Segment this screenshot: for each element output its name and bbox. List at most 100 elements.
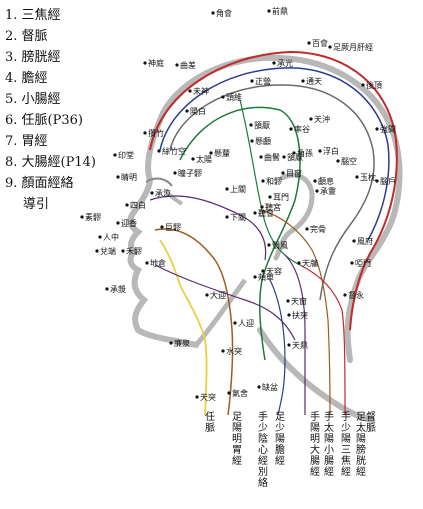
legend-item: 6. 任脈(P36) <box>5 113 83 128</box>
point-label-l21: 攢竹 <box>148 128 164 138</box>
point-label-l42: 巨髎 <box>165 223 181 232</box>
point-label-l34: 承泣 <box>155 188 171 198</box>
acupoint-dot <box>292 151 296 155</box>
acupoint-dot <box>249 123 253 127</box>
acupoint-dot <box>160 225 164 229</box>
ear-outline <box>273 172 315 261</box>
point-label-l63: 水突 <box>226 346 242 356</box>
acupoint-dot <box>225 215 229 219</box>
acupoint-dot <box>191 157 195 161</box>
face-meridian-line-2 <box>154 228 234 416</box>
acupoint-dot <box>113 153 117 157</box>
channel-vertical-label-b3: 手少陰心經別絡 <box>258 410 268 489</box>
point-label-l53: 頰車 <box>258 272 274 282</box>
acupoint-dot <box>143 131 147 135</box>
point-label-l54: 天容 <box>266 266 282 276</box>
bottom-labels: 任脈足陽明胃經手少陰心經別絡足少陽膽經手陽明大腸經手太陽小腸經手少陽三焦經足太陽… <box>205 410 376 489</box>
acupoint-dot <box>253 275 257 279</box>
point-label-l8: 正營 <box>255 76 271 86</box>
acupoint-dot <box>267 243 271 247</box>
point-label-l62: 廉泉 <box>174 338 190 348</box>
small-intestine-meridian-line <box>179 106 301 361</box>
point-label-l3: 百會 <box>312 38 328 48</box>
acupoint-dot <box>143 61 147 65</box>
point-label-l61: 天鼎 <box>292 341 308 350</box>
channel-vertical-label-b9: 督脈 <box>366 410 376 434</box>
channel-vertical-label-b5: 手陽明大腸經 <box>310 410 320 478</box>
point-label-l26: 太陽 <box>196 154 212 164</box>
point-label-l36: 耳門 <box>273 193 289 202</box>
point-label-l12: 頭維 <box>226 92 242 102</box>
channel-vertical-label-b1: 任脈 <box>205 410 215 434</box>
acupoint-dot <box>301 79 305 83</box>
point-label-l29: 玉枕 <box>360 172 376 182</box>
point-label-l45: 人中 <box>103 232 119 242</box>
acupoint-dot <box>281 171 285 175</box>
acupoint-dot <box>95 249 99 253</box>
point-label-l56: 大迎 <box>210 290 226 300</box>
acupoint-dot <box>125 203 129 207</box>
point-label-l66: 天突 <box>200 392 216 402</box>
acupoint-dot <box>157 149 161 153</box>
stomach-meridian-line <box>159 239 208 416</box>
acupoint-dot <box>225 187 229 191</box>
point-label-l64: 缺盆 <box>262 382 278 392</box>
point-label-l20: 腦空 <box>341 156 357 166</box>
sanjiao-meridian-line <box>159 67 390 241</box>
acupoint-dot <box>211 11 215 15</box>
acupoint-dot <box>195 395 199 399</box>
point-label-l4: 足厥月肝經 <box>333 42 373 52</box>
acupoint-dot <box>250 79 254 83</box>
acupoint-dot <box>169 341 173 345</box>
point-label-l18: 懸顱 <box>255 136 271 146</box>
channel-vertical-label-b8: 足太陽膀胱經 <box>356 411 366 478</box>
acupoint-dot <box>289 127 293 131</box>
face-meridian-line-7 <box>269 279 286 416</box>
acupoint-dot <box>209 151 213 155</box>
acupoint-dot <box>260 205 264 209</box>
point-label-l17: 陽白 <box>190 106 206 116</box>
face-meridian-line-5 <box>259 209 331 416</box>
point-label-l14: 率谷 <box>294 124 310 134</box>
acupoint-dot <box>305 227 309 231</box>
channel-vertical-label-b7: 手少陽三焦經 <box>341 410 351 478</box>
acupoint-dot <box>297 261 301 265</box>
acupoint-dot <box>221 95 225 99</box>
point-label-l51: 天牖 <box>302 258 318 268</box>
acupoint-dot <box>261 269 265 273</box>
acupoint-dot <box>80 215 84 219</box>
point-label-l9: 通天 <box>306 76 322 86</box>
acupoint-dot <box>221 349 225 353</box>
face-outline <box>127 117 199 348</box>
bladder-meridian-line <box>149 50 398 331</box>
point-label-l47: 禾髎 <box>126 247 142 256</box>
legend: 1. 三焦經 2. 督脈 3. 膀胱經 4. 膽經 5. 小腸經 6. 任脈(P… <box>5 5 96 215</box>
acupoint-dot <box>375 179 379 183</box>
acupoint-dot <box>343 293 347 297</box>
acupoint-dot <box>315 189 319 193</box>
acupoint-dot <box>105 287 109 291</box>
face-meridian-line-8 <box>299 264 346 416</box>
neck-back-outline <box>257 327 375 423</box>
point-label-l46: 兌端 <box>100 246 116 256</box>
point-label-l43: 聽會 <box>258 208 274 218</box>
legend-item: 7. 胃經 <box>5 134 48 149</box>
acupoint-dot <box>355 175 359 179</box>
point-label-l55: 承漿 <box>110 284 126 294</box>
acupoint-dot <box>145 261 149 265</box>
acupoint-dot <box>233 321 237 325</box>
point-label-l19: 浮白 <box>323 146 339 156</box>
point-labels: 角會前鼎百會足厥月肝經神庭曲差承光正營通天後頂未神頭維頷厭率谷天沖強間陽白懸顱浮… <box>80 6 396 402</box>
point-label-l41: 迎香 <box>121 218 137 228</box>
point-label-l68: 目窗 <box>286 168 302 178</box>
channel-vertical-label-b4: 足少陽膽經 <box>275 411 285 467</box>
acupoint-dot <box>227 391 231 395</box>
point-label-l60: 人迎 <box>238 318 254 328</box>
acupoint-dot <box>375 127 379 131</box>
point-label-l5: 神庭 <box>148 58 164 68</box>
point-label-l57: 天窗 <box>291 296 307 306</box>
point-label-l25: 印堂 <box>118 150 134 160</box>
acupoint-dot <box>328 45 332 49</box>
eye-outline-2 <box>163 188 184 206</box>
